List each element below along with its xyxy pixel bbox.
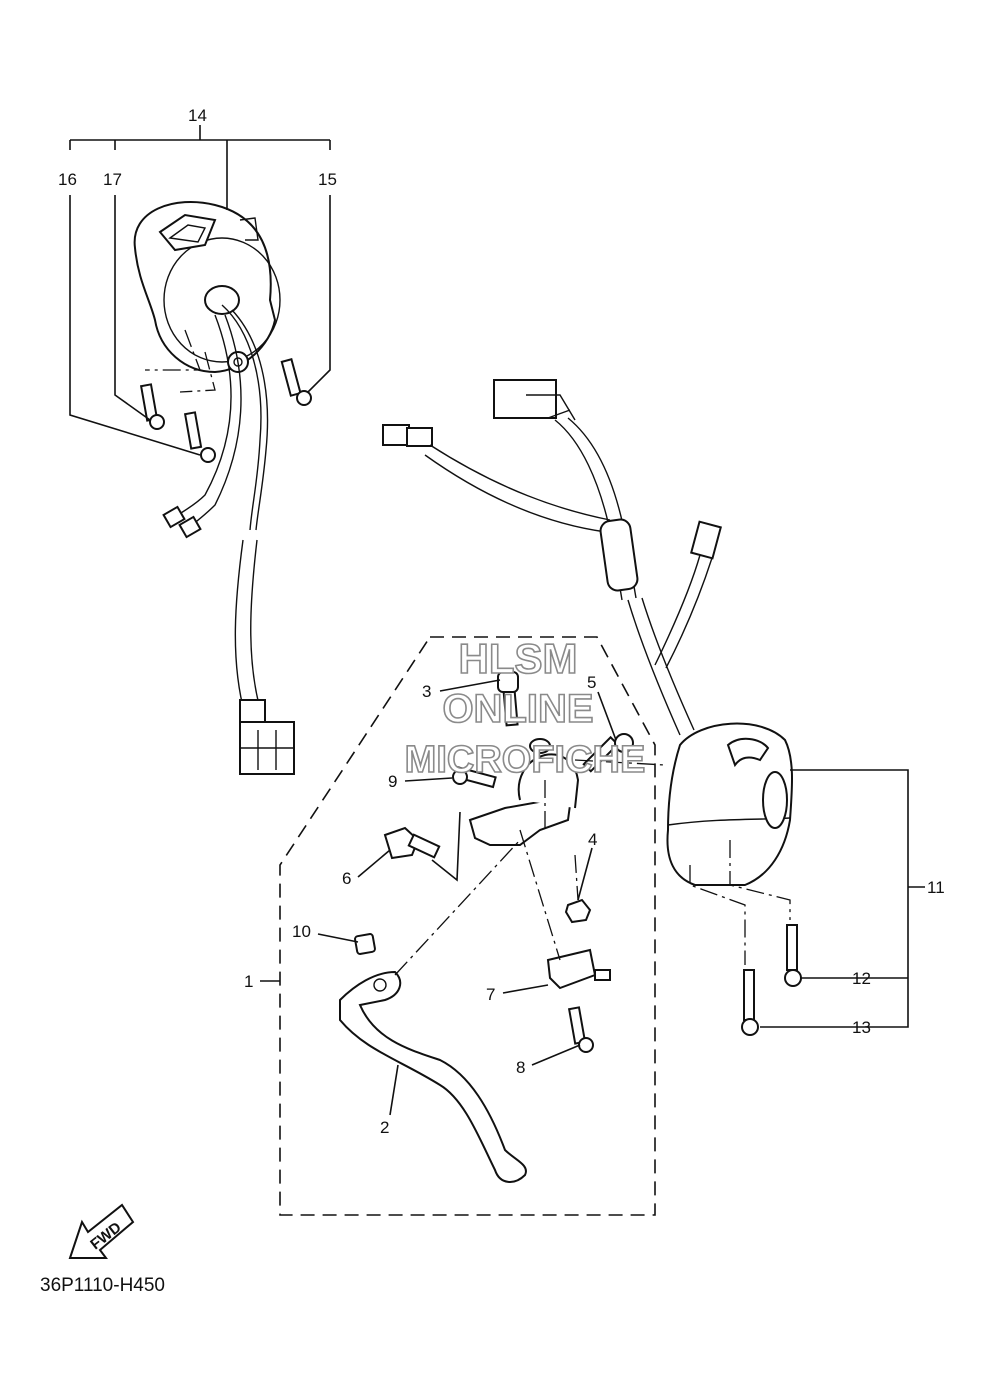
watermark-line-2: ONLINE xyxy=(442,687,593,731)
callout-3: 3 xyxy=(422,682,431,701)
callout-labels: 14 16 17 15 11 12 13 1 2 3 4 5 6 7 8 9 1… xyxy=(58,106,945,1137)
callout-1: 1 xyxy=(244,972,253,991)
callout-14: 14 xyxy=(188,106,207,125)
right-handlebar-switch xyxy=(382,379,802,1036)
callout-2: 2 xyxy=(380,1118,389,1137)
callout-17: 17 xyxy=(103,170,122,189)
watermark-line-3: MICROFICHE xyxy=(405,739,646,781)
left-handlebar-switch xyxy=(133,201,312,775)
lever-assembly xyxy=(279,636,666,1216)
leader-lines xyxy=(69,125,925,1116)
diagram-code: 36P1110-H450 xyxy=(40,1275,166,1296)
callout-15: 15 xyxy=(318,170,337,189)
callout-10: 10 xyxy=(292,922,311,941)
callout-11: 11 xyxy=(927,878,945,897)
callout-12: 12 xyxy=(852,969,871,988)
watermark-line-1: HLSM xyxy=(459,635,578,682)
callout-5: 5 xyxy=(587,673,596,692)
callout-6: 6 xyxy=(342,869,351,888)
callout-4: 4 xyxy=(588,830,597,849)
callout-13: 13 xyxy=(852,1018,871,1037)
callout-9: 9 xyxy=(388,772,397,791)
callout-16: 16 xyxy=(58,170,77,189)
watermark: HLSM ONLINE MICROFICHE xyxy=(404,634,646,782)
callout-7: 7 xyxy=(486,985,495,1004)
callout-8: 8 xyxy=(516,1058,525,1077)
fwd-arrow-icon: FWD xyxy=(68,1203,135,1259)
